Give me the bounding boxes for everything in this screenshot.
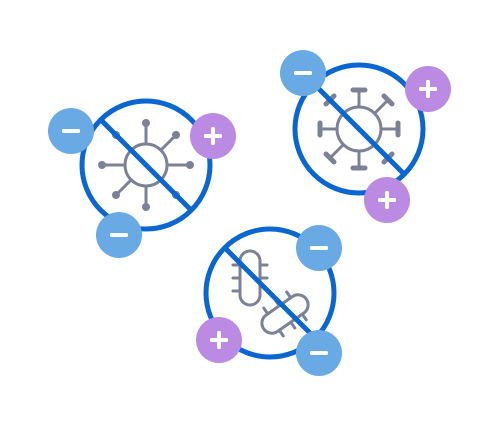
prohibition-slash — [311, 81, 407, 177]
plus-icon — [405, 66, 451, 112]
minus-icon — [296, 330, 342, 376]
prohibition-ring — [203, 226, 337, 360]
minus-icon — [280, 50, 326, 96]
minus-icon — [96, 212, 142, 258]
no-virus-icon — [48, 98, 236, 258]
no-bacteria-icon — [196, 225, 342, 376]
prohibition-ring — [292, 62, 426, 196]
no-coronavirus-icon — [280, 50, 451, 223]
plus-icon — [364, 177, 410, 223]
prohibition-slash — [98, 117, 194, 213]
minus-icon — [296, 225, 342, 271]
prohibition-ring — [79, 98, 213, 232]
plus-icon — [196, 317, 242, 363]
prohibition-slash — [222, 245, 318, 341]
minus-icon — [48, 108, 94, 154]
plus-icon — [190, 113, 236, 159]
